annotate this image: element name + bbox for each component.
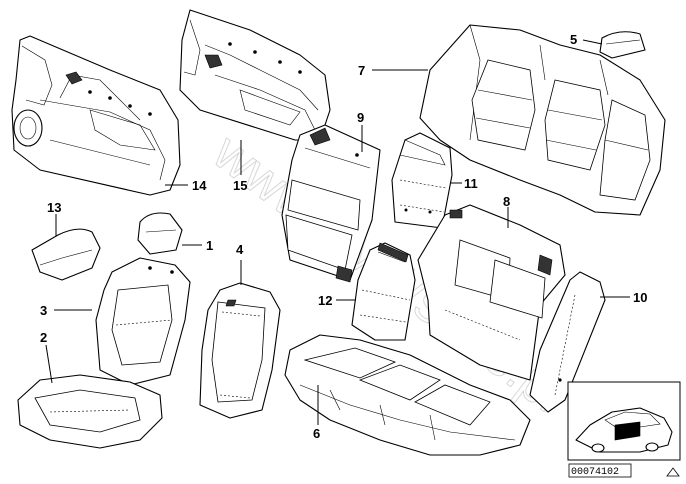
warning-triangle-icon (666, 467, 680, 477)
part-15-door-trim-panel (179, 9, 331, 141)
part-2-seat-cushion (17, 374, 163, 449)
callout-5: 5 (570, 32, 603, 47)
callout-label: 12 (318, 293, 332, 308)
callout-15: 15 (233, 140, 247, 193)
part-8-backrest-section (417, 204, 566, 381)
callout-9: 9 (357, 110, 364, 152)
part-13-cover (31, 228, 101, 281)
part-7-rear-backrest (419, 24, 666, 216)
reference-number: 00074102 (571, 467, 619, 478)
callout-label: 8 (503, 194, 510, 209)
callout-2: 2 (40, 330, 53, 384)
callout-10: 10 (600, 290, 647, 305)
part-9-backrest-section (281, 124, 381, 283)
callout-label: 1 (206, 238, 213, 253)
callout-label: 3 (40, 303, 47, 318)
callout-3: 3 (40, 303, 92, 318)
vehicle-thumbnail (567, 381, 681, 461)
callout-label: 6 (313, 426, 320, 441)
callout-label: 4 (236, 242, 244, 257)
callouts: 1 2 3 4 5 6 7 8 (40, 32, 647, 441)
callout-13: 13 (47, 200, 61, 236)
callout-1: 1 (182, 238, 213, 253)
callout-6: 6 (313, 385, 320, 441)
callout-label: 2 (40, 330, 47, 345)
callout-label: 14 (192, 178, 207, 193)
callout-label: 15 (233, 178, 247, 193)
reference-number-box (568, 463, 632, 478)
part-6-rear-seat-cushion (284, 334, 531, 456)
callout-label: 11 (464, 176, 478, 191)
part-3-backrest-cover (95, 257, 191, 386)
callout-label: 5 (570, 32, 577, 47)
callout-12: 12 (318, 293, 356, 308)
callout-label: 13 (47, 200, 61, 215)
part-10-side-bolster (529, 271, 606, 413)
callout-label: 10 (633, 290, 647, 305)
part-1-head-restraint (137, 212, 183, 255)
callout-label: 7 (358, 63, 365, 78)
callout-4: 4 (236, 242, 244, 285)
part-4-backrest-frame (199, 282, 281, 419)
callout-8: 8 (503, 194, 510, 228)
callout-label: 9 (357, 110, 364, 125)
part-12-armrest (351, 242, 416, 341)
callout-11: 11 (450, 176, 478, 191)
part-5-head-restraint (599, 31, 646, 59)
callout-7: 7 (358, 63, 428, 78)
part-14-door-trim-panel (11, 35, 181, 196)
part-11-armrest (391, 132, 453, 229)
callout-14: 14 (165, 178, 207, 193)
